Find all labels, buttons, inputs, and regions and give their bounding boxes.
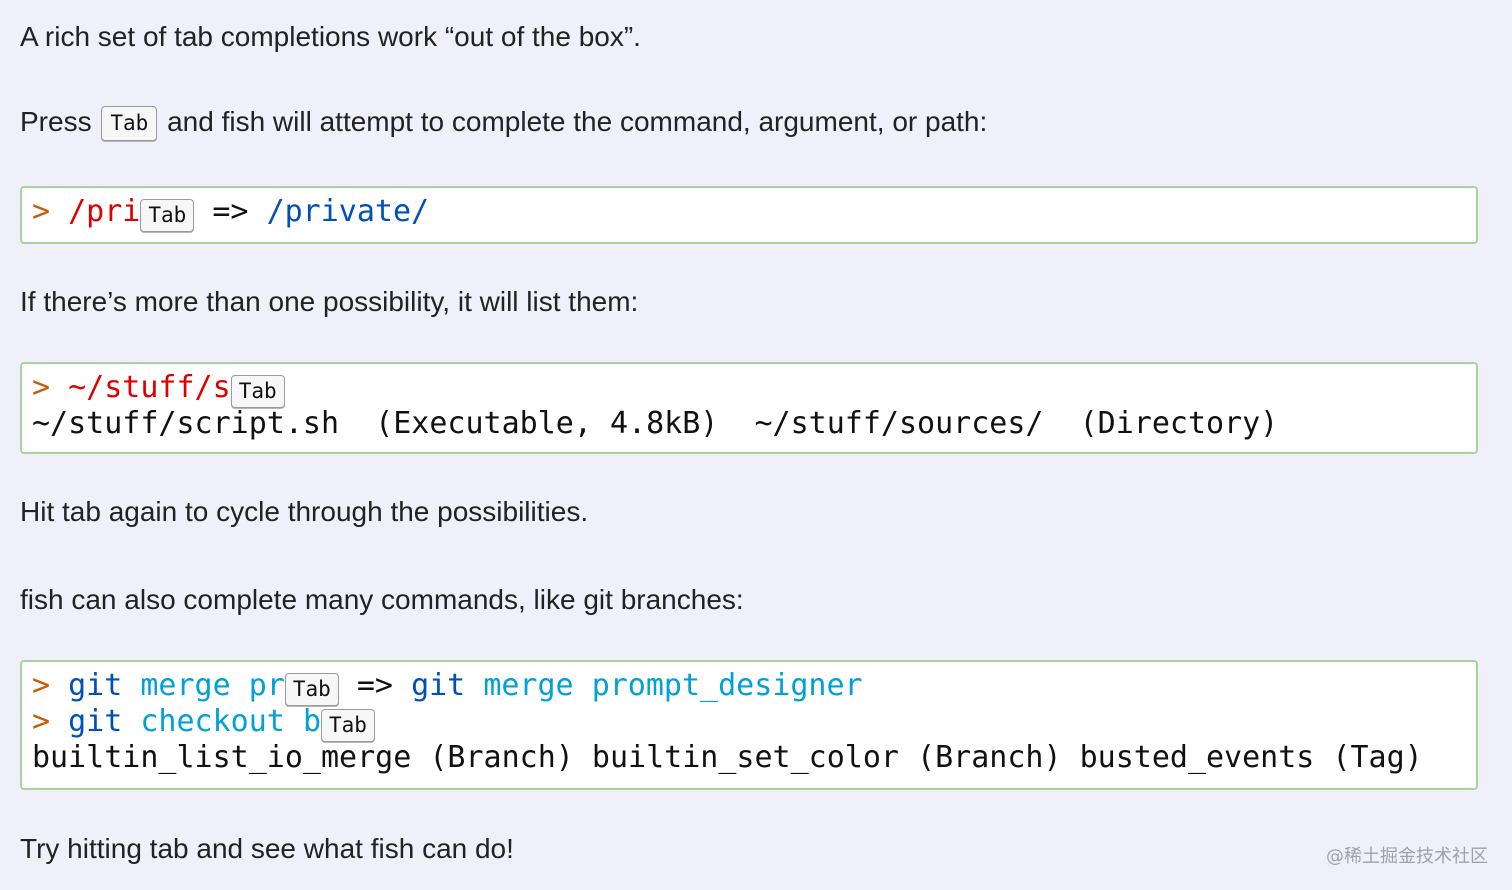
tab-key: Tab — [321, 709, 375, 742]
outro-paragraph: Try hitting tab and see what fish can do… — [20, 833, 514, 864]
completion-listing: ~/stuff/script.sh (Executable, 4.8kB) ~/… — [32, 406, 1279, 441]
git-command: git — [68, 704, 123, 739]
tab-key: Tab — [230, 375, 285, 408]
git-intro-paragraph: fish can also complete many commands, li… — [20, 584, 744, 615]
git-subcommand: merge — [140, 668, 231, 703]
intro-paragraph: A rich set of tab completions work “out … — [20, 21, 641, 52]
watermark: @稀土掘金技术社区 — [1326, 846, 1488, 867]
typed-path: /pri — [68, 194, 141, 229]
arrow: => — [212, 194, 249, 229]
prompt-symbol: > — [32, 370, 51, 405]
press-text-after: and fish will attempt to complete the co… — [159, 106, 988, 137]
git-command: git — [411, 668, 466, 703]
completion-listing: builtin_list_io_merge (Branch) builtin_s… — [32, 740, 1423, 775]
prompt-symbol: > — [32, 668, 51, 703]
completed-path: /private/ — [266, 194, 430, 229]
tab-key: Tab — [140, 199, 195, 232]
typed-path: ~/stuff/s — [68, 370, 231, 405]
typed-argument: pr — [248, 668, 285, 703]
press-text-before: Press — [20, 106, 100, 137]
tab-key: Tab — [101, 106, 158, 142]
tab-key: Tab — [284, 673, 339, 706]
cycle-paragraph: Hit tab again to cycle through the possi… — [20, 496, 589, 527]
prompt-symbol: > — [32, 704, 51, 739]
prompt-symbol: > — [32, 194, 51, 229]
arrow: => — [356, 668, 393, 703]
git-command: git — [68, 668, 123, 703]
multiple-possibilities-paragraph: If there’s more than one possibility, it… — [20, 286, 639, 317]
completed-argument: prompt_designer — [591, 668, 863, 703]
press-tab-paragraph: Press Tab and fish will attempt to compl… — [20, 105, 988, 142]
git-subcommand: merge — [483, 668, 574, 703]
git-subcommand: checkout — [140, 704, 285, 739]
typed-argument: b — [302, 704, 321, 739]
